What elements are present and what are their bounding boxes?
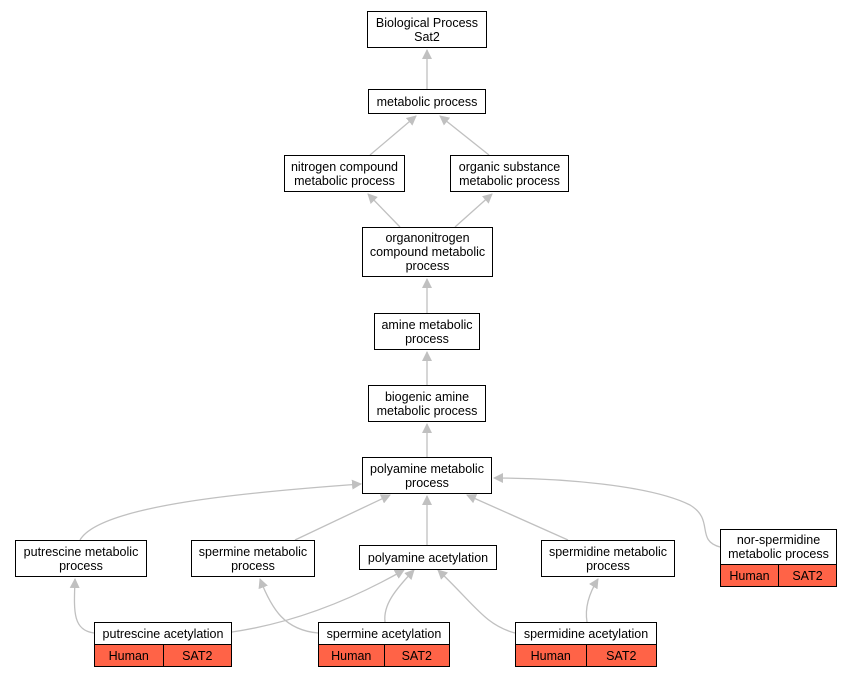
edge-norspermidine-to-polyamine (493, 473, 721, 548)
gene-tag[interactable]: SAT2 (778, 565, 836, 586)
gene-tag[interactable]: SAT2 (162, 645, 231, 666)
annotation-row: Human SAT2 (318, 645, 450, 667)
annotation-row: Human SAT2 (94, 645, 232, 667)
edge-spermine-acet-to-spermine-met (258, 578, 319, 634)
edge-spermine-met-to-polyamine (294, 494, 391, 541)
species-tag[interactable]: Human (319, 645, 384, 666)
node-label: polyamine acetylation (367, 550, 489, 565)
node-organonitrogen-compound-metabolic-process[interactable]: organonitrogen compound metabolic proces… (362, 227, 493, 277)
gene-tag[interactable]: SAT2 (383, 645, 449, 666)
node-label: spermine metabolic process (198, 544, 308, 573)
node-polyamine-acetylation[interactable]: polyamine acetylation (359, 545, 497, 570)
node-label: nitrogen compound metabolic process (290, 159, 399, 188)
node-putrescine-metabolic-process[interactable]: putrescine metabolic process (15, 540, 147, 577)
node-label: Biological Process Sat2 (375, 15, 479, 44)
species-tag[interactable]: Human (721, 565, 778, 586)
node-label: putrescine acetylation (102, 626, 224, 641)
node-amine-metabolic-process[interactable]: amine metabolic process (374, 313, 480, 350)
edge-putrescine-acet-to-polyamine-acet (231, 569, 405, 633)
edge-putrescine-met-to-polyamine (79, 479, 362, 541)
node-spermine-acetylation[interactable]: spermine acetylation (318, 622, 450, 645)
node-label: biogenic amine metabolic process (376, 389, 478, 418)
node-label: spermine acetylation (326, 626, 442, 641)
annotation-row: Human SAT2 (515, 645, 657, 667)
node-label: spermidine acetylation (523, 626, 649, 641)
node-polyamine-metabolic-process[interactable]: polyamine metabolic process (362, 457, 492, 494)
node-label: metabolic process (376, 94, 478, 109)
node-spermidine-acetylation[interactable]: spermidine acetylation (515, 622, 657, 645)
node-biological-process-sat2[interactable]: Biological Process Sat2 (367, 11, 487, 48)
edge-putrescine-acet-to-putrescine-met (69, 578, 95, 634)
node-organic-substance-metabolic-process[interactable]: organic substance metabolic process (450, 155, 569, 192)
species-tag[interactable]: Human (516, 645, 586, 666)
annotation-row: Human SAT2 (720, 565, 837, 587)
node-label: spermidine metabolic process (548, 544, 668, 573)
node-label: polyamine metabolic process (370, 461, 484, 490)
edge-spermidine-met-to-polyamine (466, 494, 569, 541)
edge-spermine-acet-to-polyamine-acet (384, 569, 415, 623)
node-label: nor-spermidine metabolic process (728, 533, 829, 561)
edge-organonitrogen-to-nitrogen (367, 193, 401, 228)
node-spermidine-metabolic-process[interactable]: spermidine metabolic process (541, 540, 675, 577)
node-nitrogen-compound-metabolic-process[interactable]: nitrogen compound metabolic process (284, 155, 405, 192)
node-label: putrescine metabolic process (23, 544, 139, 573)
edge-organic-to-metabolic (439, 115, 490, 156)
node-biogenic-amine-metabolic-process[interactable]: biogenic amine metabolic process (368, 385, 486, 422)
edge-spermidine-acet-to-polyamine-acet (437, 569, 516, 634)
node-label: organic substance metabolic process (458, 159, 561, 188)
node-spermine-metabolic-process[interactable]: spermine metabolic process (191, 540, 315, 577)
node-label: amine metabolic process (381, 317, 473, 346)
edge-organonitrogen-to-organic (454, 193, 493, 228)
gene-tag[interactable]: SAT2 (585, 645, 656, 666)
node-nor-spermidine-metabolic-process[interactable]: nor-spermidine metabolic process (720, 529, 837, 565)
node-putrescine-acetylation[interactable]: putrescine acetylation (94, 622, 232, 645)
node-label: organonitrogen compound metabolic proces… (369, 231, 486, 273)
edge-spermidine-acet-to-spermidine-met (585, 578, 599, 623)
species-tag[interactable]: Human (95, 645, 163, 666)
edge-nitrogen-to-metabolic (369, 115, 417, 156)
node-metabolic-process[interactable]: metabolic process (368, 89, 486, 114)
